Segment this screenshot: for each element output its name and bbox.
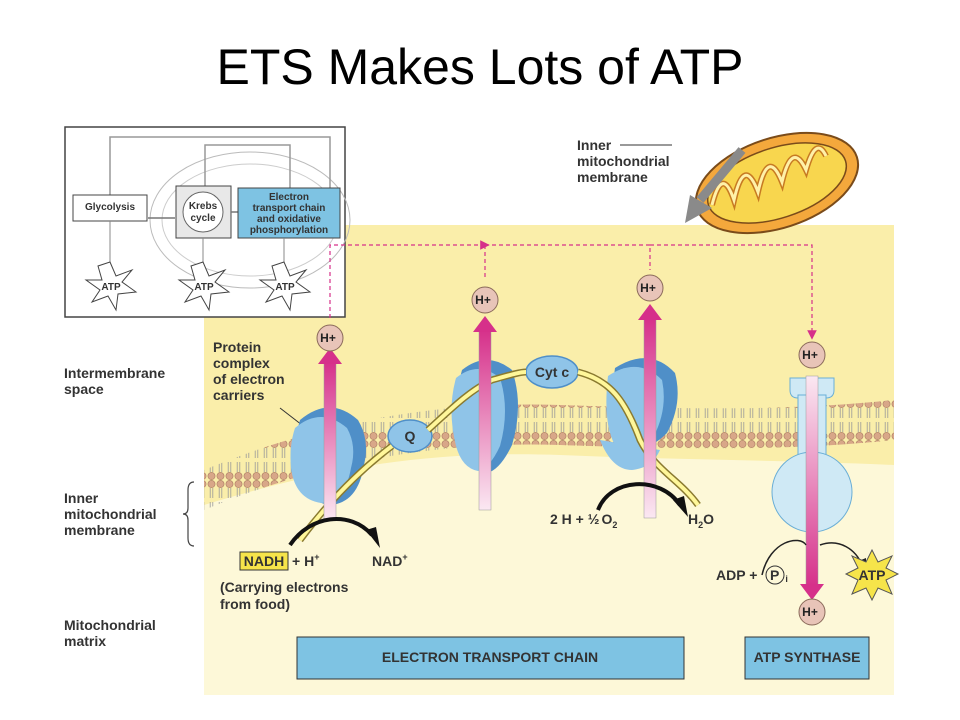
pi-circle (765, 565, 785, 585)
cyt-c-label: Cyt c (535, 364, 569, 380)
h-plus-bubble-4: H+ (798, 341, 826, 369)
water-reaction-arrow (596, 482, 682, 511)
proton-synthase-arrow (800, 375, 824, 600)
svg-text:H+: H+ (640, 281, 656, 295)
proton-path-3 (650, 244, 817, 340)
inset-krebs-2: cycle (190, 213, 215, 224)
svg-text:H+: H+ (802, 348, 818, 362)
inset-etc-4: phosphorylation (250, 225, 328, 236)
inset-etc-2: transport chain (253, 203, 326, 214)
q-carrier (387, 419, 433, 453)
svg-text:H+: H+ (475, 293, 491, 307)
intermembrane-space-label: Intermembrane space (64, 365, 169, 397)
membrane-brace (182, 481, 195, 547)
proton-path-1 (329, 240, 490, 318)
nadh-reaction-arrowhead (366, 527, 380, 548)
inset-atp-burst-2: ATP (177, 261, 231, 312)
inset-glycolysis: Glycolysis (85, 202, 135, 213)
proton-pump-arrow-1 (318, 348, 342, 521)
inset-atp-burst-3: ATP (258, 261, 312, 312)
inset-etc-3: and oxidative (257, 214, 321, 225)
water-reaction-arrowhead (673, 496, 688, 517)
matrix-region (204, 454, 894, 695)
protein-complex-leader (279, 407, 303, 426)
q-label: Q (405, 428, 416, 444)
adp-label: ADP + (716, 567, 757, 583)
inset-atp-burst-1: ATP (84, 261, 138, 312)
svg-text:ATP: ATP (275, 282, 295, 293)
slide-title: ETS Makes Lots of ATP (216, 39, 744, 95)
pointer-arrow (696, 147, 746, 203)
proton-pump-arrow-2 (473, 316, 497, 511)
adp-arrow (761, 539, 807, 576)
h-plus-bubble-5: H+ (798, 598, 826, 626)
synthase-box (744, 636, 870, 680)
inner-membrane-side-label: Inner mitochondrial membrane (64, 490, 160, 538)
protein-complex-label: Protein complex of electron carriers (213, 339, 288, 403)
svg-text:ATP: ATP (101, 282, 121, 293)
pointer-arrowhead (685, 195, 712, 223)
matrix-label: Mitochondrial matrix (64, 617, 160, 649)
plus-h-label: + H+ (292, 552, 319, 569)
atp-product-burst: ATP (844, 548, 900, 602)
svg-text:ATP: ATP (859, 567, 886, 583)
inset-etc-box (237, 187, 341, 239)
inset-krebs-1: Krebs (189, 201, 218, 212)
etc-box (296, 636, 685, 680)
water-product-label: H2O (688, 511, 714, 530)
inner-membrane-top-label: Inner mitochondrial membrane (577, 137, 673, 185)
etc-box-label: ELECTRON TRANSPORT CHAIN (382, 649, 598, 665)
inset-panel: Glycolysis Krebs cycle Electron transpor… (64, 126, 351, 318)
h-plus-bubble-2: H+ (471, 286, 499, 314)
svg-text:H+: H+ (320, 331, 336, 345)
lipid-bilayer (204, 400, 894, 510)
h-plus-bubble-3: H+ (636, 274, 664, 302)
h-plus-bubble-1: H+ (316, 324, 344, 352)
svg-text:H+: H+ (802, 605, 818, 619)
nad-plus-label: NAD+ (372, 552, 408, 569)
inset-etc-1: Electron (269, 192, 309, 203)
synthase-box-label: ATP SYNTHASE (754, 649, 861, 665)
nadh-label: NADH (244, 553, 284, 569)
nadh-reaction-arrow (288, 517, 374, 547)
nadh-box (239, 551, 289, 571)
carrying-electrons-label: (Carrying electrons from food) (220, 579, 352, 612)
proton-pump-arrow-3 (638, 304, 662, 519)
svg-text:ATP: ATP (194, 282, 214, 293)
